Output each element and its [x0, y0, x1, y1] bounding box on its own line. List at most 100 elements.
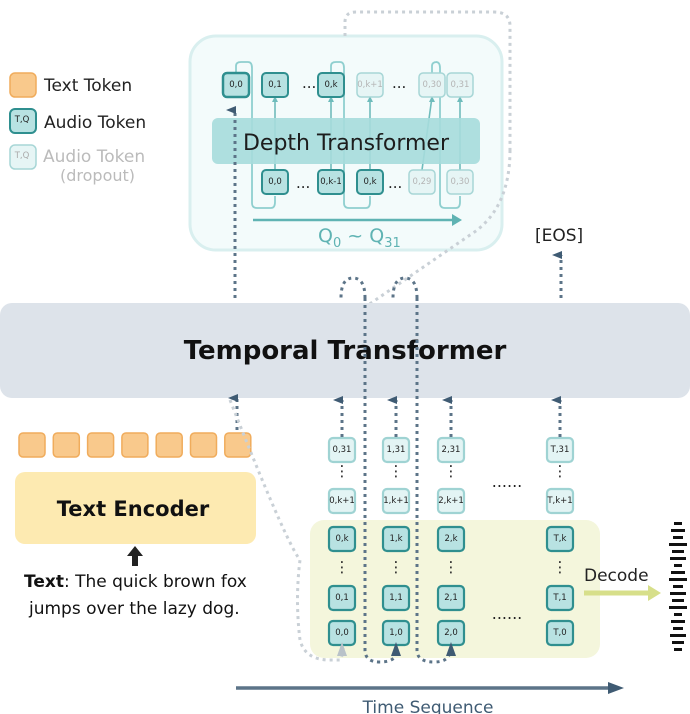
eos-label: [EOS]	[535, 226, 583, 246]
legend: Text Token T,Q Audio Token T,Q Audio Tok…	[9, 72, 146, 185]
grid-horizontal-ellipsis-top: ......	[492, 472, 523, 491]
legend-audio-token-glyph: T,Q	[14, 115, 30, 125]
token-box	[356, 169, 384, 195]
legend-dropout-token-glyph: T,Q	[14, 151, 30, 161]
temporal-transformer-band	[0, 303, 690, 398]
audio-grid: 0,310,k+10,k0,10,0⋮⋮1,311,k+11,k1,11,0⋮⋮…	[327, 396, 575, 656]
depth-top-token: 0,k+1	[356, 72, 384, 98]
token-box	[408, 169, 436, 195]
dotted-loop-1	[339, 276, 399, 664]
audio-grid-token: T,1	[545, 584, 575, 612]
audio-grid-vertical-ellipsis: ⋮	[444, 558, 459, 576]
token-box	[545, 487, 575, 515]
depth-bottom-ellipsis: ...	[388, 174, 402, 192]
depth-connector-arrowhead	[328, 96, 334, 102]
token-label: 0,1	[335, 593, 349, 603]
depth-top-ellipsis: ...	[302, 74, 316, 92]
audio-grid-token: 1,k+1	[381, 487, 411, 515]
text-token	[86, 432, 115, 458]
token-label: 0,1	[268, 80, 282, 90]
text-token	[189, 432, 218, 458]
token-label: 2,0	[444, 628, 458, 638]
audio-grid-column: T,31T,k+1T,kT,1T,0⋮⋮	[545, 396, 575, 647]
token-label: T,1	[552, 593, 566, 603]
token-label: 1,1	[389, 593, 403, 603]
token-box	[317, 169, 345, 195]
grid-input-arrowhead	[446, 642, 456, 656]
token-box	[545, 584, 575, 612]
token-label: T,0	[552, 628, 566, 638]
token-box	[545, 436, 575, 464]
time-axis-arrowhead	[608, 682, 624, 694]
token-label: 1,31	[387, 445, 406, 455]
token-box	[436, 436, 466, 464]
audio-grid-token: T,31	[545, 436, 575, 464]
waveform-bar	[674, 648, 682, 651]
waveform-bar	[669, 606, 687, 609]
token-label: 0,k	[324, 80, 337, 90]
token-box	[418, 72, 446, 98]
depth-bottom-token: 0,0	[261, 169, 289, 195]
legend-text-token-swatch	[9, 72, 37, 98]
depth-top-token: 0,31	[446, 72, 474, 98]
legend-dropout-token-label: Audio Token	[43, 147, 145, 167]
audio-grid-vertical-ellipsis: ⋮	[335, 462, 350, 480]
token-label: T,31	[550, 445, 570, 455]
token-box	[436, 487, 466, 515]
token-label: 0,k+1	[329, 496, 355, 506]
audio-grid-token: 2,1	[436, 584, 466, 612]
waveform-bar	[670, 634, 686, 637]
depth-transformer-band	[212, 118, 480, 164]
token-box	[356, 72, 384, 98]
waveform-bar	[673, 585, 683, 588]
depth-top-token: 0,0	[221, 71, 251, 99]
token-label: T,k	[553, 534, 567, 544]
legend-audio-token-label: Audio Token	[44, 113, 146, 133]
token-label: 1,0	[389, 628, 403, 638]
depth-bottom-token: 0,k	[356, 169, 384, 195]
audio-grid-token: T,0	[545, 619, 575, 647]
depth-bottom-token: 0,29	[408, 169, 436, 195]
token-label: 2,k+1	[438, 496, 464, 506]
token-box	[327, 436, 357, 464]
token-box	[381, 525, 411, 553]
audio-grid-token: 1,31	[381, 436, 411, 464]
temporal-transformer-title: Temporal Transformer	[184, 336, 507, 366]
token-box	[446, 72, 474, 98]
token-label: 2,k	[444, 534, 457, 544]
quantizer-axis-arrowhead	[452, 214, 462, 226]
depth-connector-arrowhead	[272, 96, 278, 102]
token-box	[436, 525, 466, 553]
audio-grid-token: 2,k+1	[436, 487, 466, 515]
text-input-arrow-icon	[127, 546, 143, 566]
text-token	[224, 432, 252, 458]
token-box	[327, 525, 357, 553]
text-encoder-title: Text Encoder	[57, 497, 210, 521]
audio-grid-column: 0,310,k+10,k0,10,0⋮⋮	[327, 396, 357, 647]
waveform-bar	[671, 529, 685, 532]
audio-grid-token: 2,0	[436, 619, 466, 647]
token-label: 0,31	[451, 80, 470, 90]
token-label: 0,k	[335, 534, 348, 544]
waveform-bar	[674, 522, 682, 525]
depth-bottom-token: 0,k-1	[317, 169, 345, 195]
waveform-bar	[669, 543, 687, 546]
waveform-bar	[673, 627, 683, 630]
waveform-bar	[669, 578, 687, 581]
token-label: 2,1	[444, 593, 458, 603]
decode-arrowhead	[648, 585, 661, 601]
token-box	[261, 72, 289, 98]
token-label: 1,k	[389, 534, 402, 544]
audio-grid-token: 1,k	[381, 525, 411, 553]
depth-connector-arrowhead	[367, 96, 373, 102]
depth-bottom-token: 0,30	[446, 169, 474, 195]
token-box	[327, 487, 357, 515]
waveform-bar	[671, 620, 685, 623]
token-box	[436, 584, 466, 612]
dotted-diagonal	[229, 149, 512, 402]
text-token	[121, 432, 149, 458]
token-box	[381, 584, 411, 612]
token-label: 0,k	[363, 177, 376, 187]
legend-dropout-token-sublabel: (dropout)	[60, 166, 135, 185]
